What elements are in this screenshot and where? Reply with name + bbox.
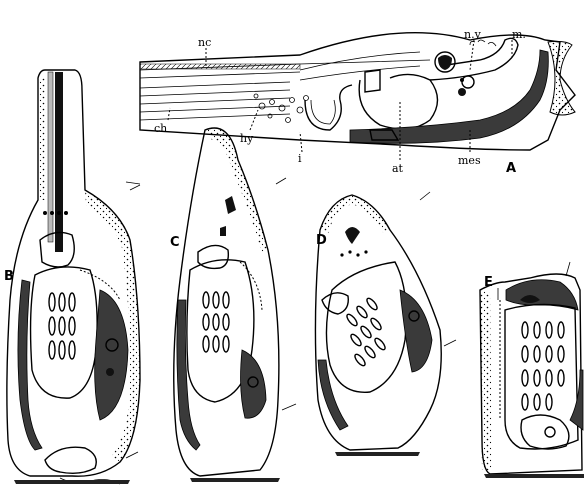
label-m: m. (512, 28, 526, 41)
label-nc: nc (198, 36, 211, 49)
panel-b: B (4, 70, 140, 484)
panel-letter-b: B (4, 269, 14, 284)
panel-d: D (315, 192, 456, 456)
label-i: i (298, 152, 302, 165)
panel-a-larva: nc n.v m. ch hy i at mes A (140, 28, 575, 176)
panel-letter-d: D (316, 233, 327, 248)
panel-letter-c: C (170, 235, 180, 250)
label-nv: n.v (464, 28, 482, 41)
panel-letter-e: E (484, 275, 493, 290)
label-at: at (392, 162, 404, 175)
label-mes: mes (458, 154, 481, 167)
panel-c: C (170, 128, 296, 482)
panel-letter-a: A (506, 161, 516, 176)
panel-e: E (480, 262, 584, 478)
label-hy: hy (240, 132, 254, 145)
label-ch: ch (154, 122, 167, 135)
